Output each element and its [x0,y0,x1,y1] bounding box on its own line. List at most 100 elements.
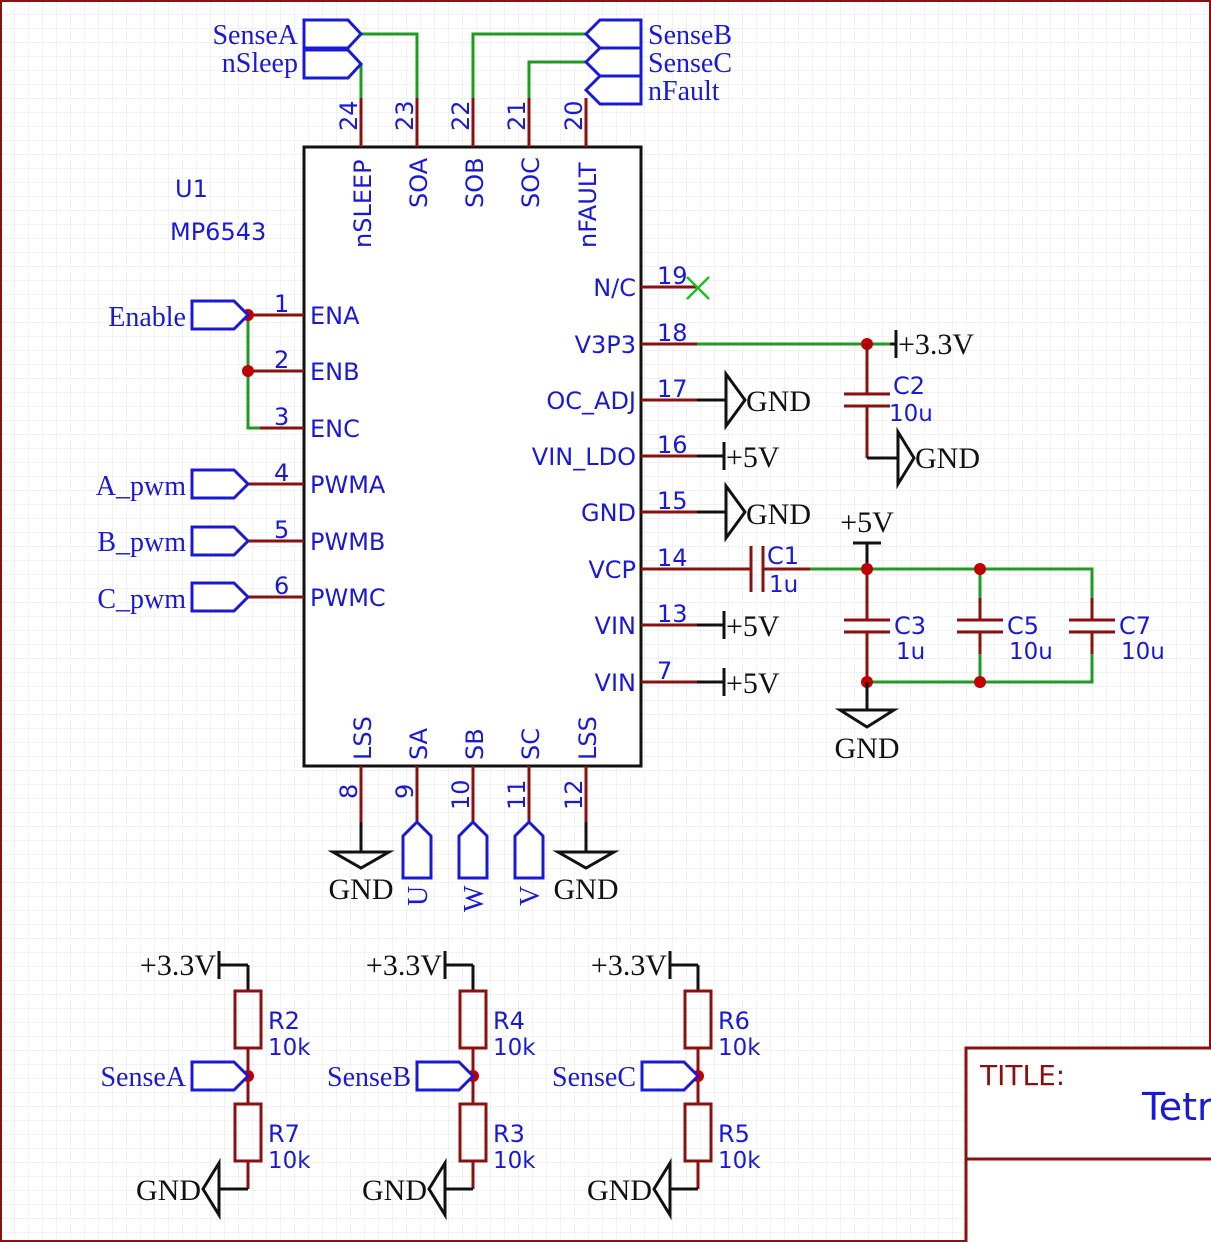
pin-2[interactable]: 2 ENB [248,346,360,386]
pin-21[interactable]: 21 SOC [503,98,545,208]
top-right-wires [471,32,586,98]
resistor-r3[interactable]: R3 10k [458,1076,536,1189]
pin-13[interactable]: 13 VIN [595,600,697,640]
pin-number: 9 [391,784,419,799]
net-label-text: SenseA [212,20,298,51]
power-3v3-divider-b[interactable]: +3.3V [366,949,475,991]
net-label-text: Enable [108,302,186,333]
net-label-u[interactable]: U [401,819,434,906]
pin-9[interactable]: 9 SA [391,727,433,822]
resistor-r6[interactable]: R6 10k [683,989,761,1076]
pin-1[interactable]: 1 ENA [248,290,360,330]
power-5v-vin-ldo[interactable]: +5V [697,441,780,474]
net-label-c-pwm[interactable]: C_pwm [97,581,251,615]
power-label: GND [329,873,394,906]
ground-symbol-gnd-pin[interactable]: GND [697,481,811,543]
net-label-a-pwm[interactable]: A_pwm [96,468,251,502]
component-value: 1u [896,639,925,665]
pin-6[interactable]: 6 PWMC [248,572,386,612]
pin-number: 20 [560,100,588,131]
enable-wires [246,315,260,430]
pin-11[interactable]: 11 SC [503,728,545,822]
pin-10[interactable]: 10 SB [447,728,489,822]
pin-number: 7 [657,657,672,685]
power-3v3-right[interactable]: +3.3V [890,328,974,361]
capacitor-c5[interactable]: C5 10u [957,598,1053,665]
ground-symbol-divider-c[interactable]: GND [587,1157,698,1221]
pin-18[interactable]: 18 V3P3 [575,319,697,359]
net-label-nsleep[interactable]: nSleep [222,48,364,80]
power-5v-vin-13[interactable]: +5V [697,610,780,643]
pin-number: 4 [274,459,289,487]
power-5v-capbank[interactable]: +5V [840,506,894,569]
net-label-w[interactable]: W [457,819,490,912]
power-label: +3.3V [140,949,216,982]
pin-name: ENC [310,415,360,443]
component-value: 10u [889,401,933,427]
net-label-b-pwm[interactable]: B_pwm [97,525,251,558]
net-label-sensec-top[interactable]: SenseC [583,46,732,79]
capacitor-c7[interactable]: C7 10u [1069,598,1165,665]
pin-name: nFAULT [574,162,602,248]
pin-number: 22 [447,100,475,131]
pin-5[interactable]: 5 PWMB [248,516,385,556]
ic-value: MP6543 [170,218,266,246]
net-label-text: SenseB [648,20,732,51]
ground-symbol-lss-8[interactable]: GND [327,822,395,906]
pin-8[interactable]: 8 LSS [335,716,377,822]
capacitor-c1[interactable]: C1 1u [697,542,810,598]
ground-symbol-oc-adj[interactable]: GND [697,369,811,431]
pin-17[interactable]: 17 OC_ADJ [546,375,697,415]
pin-23[interactable]: 23 SOA [391,98,433,208]
pin-16[interactable]: 16 VIN_LDO [532,431,697,471]
net-label-text: SenseA [100,1062,186,1093]
resistor-r4[interactable]: R4 10k [458,989,536,1076]
power-3v3-divider-a[interactable]: +3.3V [140,949,250,991]
net-label-enable[interactable]: Enable [108,299,251,333]
pin-22[interactable]: 22 SOB [447,98,489,208]
net-label-nfault[interactable]: nFault [583,74,720,107]
power-label: GND [554,873,619,906]
net-label-senseb-divider[interactable]: SenseB [327,1060,476,1093]
power-label: GND [587,1174,652,1207]
ground-symbol-divider-b[interactable]: GND [362,1157,473,1221]
net-label-v[interactable]: V [513,819,546,906]
pin-14[interactable]: 14 VCP [588,544,697,584]
power-3v3-divider-c[interactable]: +3.3V [591,949,700,991]
pin-number: 10 [447,779,475,810]
capacitor-c3[interactable]: C3 1u [844,569,926,682]
pin-name: VIN_LDO [532,443,636,471]
pin-number: 18 [657,319,688,347]
resistor-r5[interactable]: R5 10k [683,1076,761,1189]
component-value: 10k [718,1148,761,1174]
ground-symbol-c2[interactable]: GND [867,426,980,490]
pin-24[interactable]: 24 nSLEEP [335,98,377,248]
pin-20[interactable]: 20 nFAULT [560,98,602,248]
ic-u1[interactable]: U1 MP6543 24 nSLEEP 23 SOA 22 SOB 21 SOC… [170,98,697,822]
resistor-r7[interactable]: R7 10k [233,1076,311,1189]
pin-12[interactable]: 12 LSS [560,716,602,822]
net-label-sensea-top[interactable]: SenseA [212,18,364,51]
pin-4[interactable]: 4 PWMA [248,459,386,499]
net-label-sensec-divider[interactable]: SenseC [552,1060,701,1093]
ground-symbol-divider-a[interactable]: GND [136,1157,248,1221]
power-label: GND [746,385,811,418]
pin-7[interactable]: 7 VIN [595,657,697,697]
ground-symbol-capbank[interactable]: GND [835,682,900,765]
net-label-senseb-top[interactable]: SenseB [583,18,732,51]
component-value: 10k [718,1035,761,1061]
resistor-r2[interactable]: R2 10k [233,989,311,1076]
component-ref: C7 [1119,612,1151,640]
pin-19[interactable]: 19 N/C [593,262,697,302]
ground-symbol-lss-12[interactable]: GND [552,822,620,906]
pin-15[interactable]: 15 GND [581,487,697,527]
net-label-sensea-divider[interactable]: SenseA [100,1060,251,1093]
pin-number: 21 [503,100,531,131]
pin-number: 2 [274,346,289,374]
component-ref: C1 [767,542,799,570]
power-5v-vin-7[interactable]: +5V [697,667,780,700]
capacitor-c2[interactable]: C2 10u [844,344,933,458]
pin-name: ENB [310,358,360,386]
pin-name: OC_ADJ [546,387,636,415]
